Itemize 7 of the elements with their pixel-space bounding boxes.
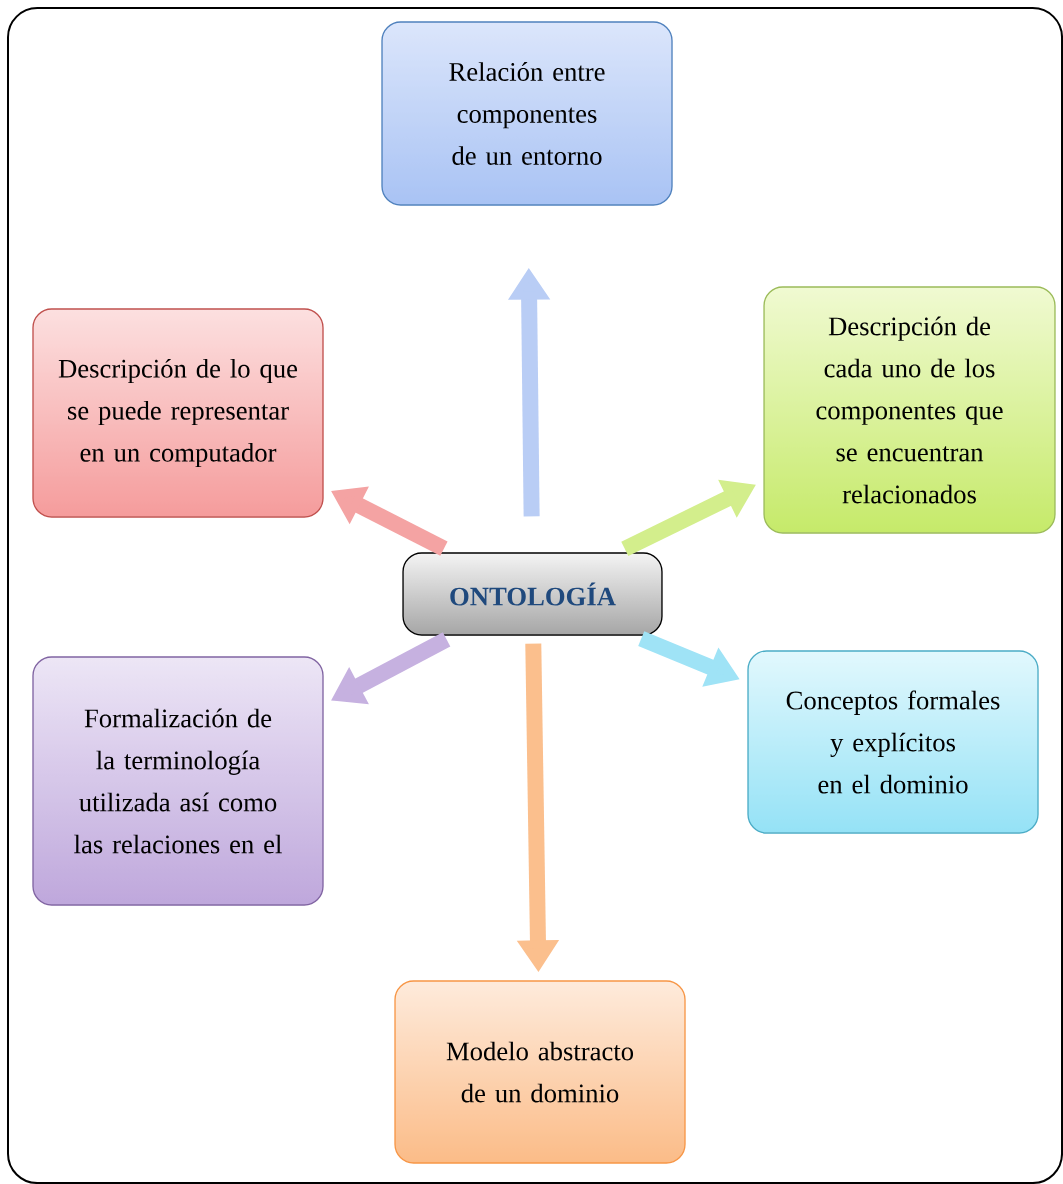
text-box: Conceptos formales y explícitos en el dominio <box>747 650 1039 834</box>
text-box: Formalización de la terminología utilizada así como las relaciones en el <box>32 656 324 906</box>
text-box: Descripción de lo que se puede representar en un computador <box>32 308 324 518</box>
center-box: ONTOLOGÍA <box>402 552 663 636</box>
text-box: Relación entre componentes de un entorno <box>381 21 673 206</box>
text-box: Modelo abstracto de un dominio <box>394 980 686 1164</box>
text-box: Descripción de cada uno de los componentes que se encuentran relacionados <box>763 286 1056 534</box>
